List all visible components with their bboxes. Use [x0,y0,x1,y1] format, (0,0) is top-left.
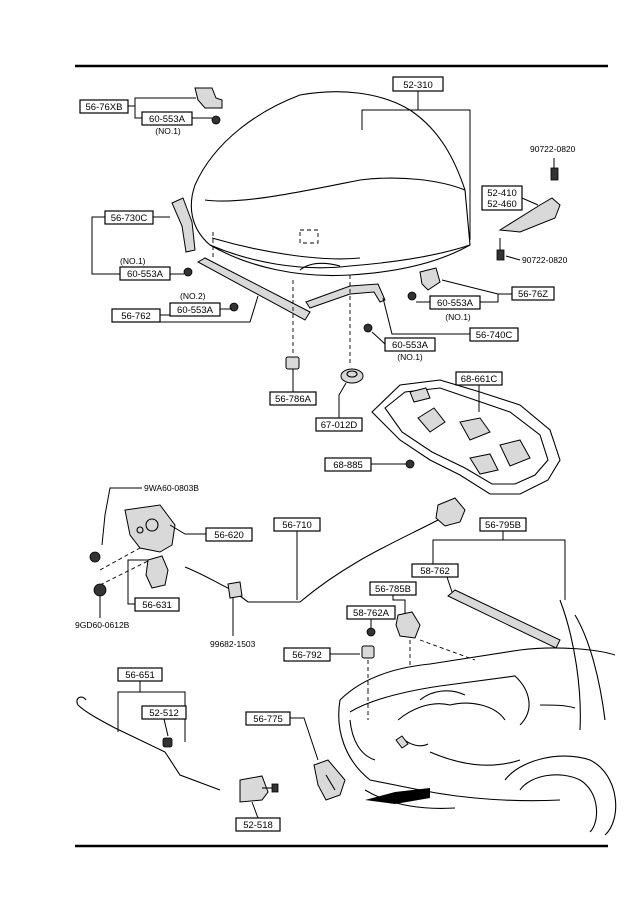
label-52-410: 52-410 [487,188,517,199]
label-56-785b: 56-785B [375,584,411,595]
label-no1-left: (NO.1) [120,256,146,266]
label-90722-bottom: 90722-0820 [522,255,568,265]
label-52-460: 52-460 [487,199,517,210]
label-52-512: 52-512 [149,708,179,719]
latch-bolt-9gd60: 9GD60-0612B [75,583,130,630]
label-9wa60: 9WA60-0803B [144,483,199,493]
label-56-710: 56-710 [282,520,312,531]
label-56-620: 56-620 [214,530,244,541]
label-90722-top: 90722-0820 [530,144,576,154]
label-60-553a-top: 60-553A [149,114,186,125]
label-56-730c: 56-730C [111,213,148,224]
label-56-786a: 56-786A [275,394,312,405]
label-67-012d: 67-012D [321,420,358,431]
grommet-56-792: 56-792 [283,645,375,690]
label-no1-lower: (NO.1) [397,352,423,362]
release-lever-56-775: 56-775 [245,711,346,801]
label-68-661c: 68-661C [461,374,498,385]
label-9gd60: 9GD60-0612B [75,620,130,630]
label-56-775: 56-775 [253,714,283,725]
label-56-651: 56-651 [125,670,155,681]
hood-latch-56-620: 9WA60-0803B 56-620 [89,483,253,586]
release-rod-56-651: 56-651 52-512 [76,667,221,791]
label-60-553a-mid: 60-553A [177,305,214,316]
latch-striker-56-631: 56-631 [127,555,180,612]
label-52-310-text: 52-310 [403,80,433,91]
label-68-885: 68-885 [333,460,363,471]
grommet-67-012d: 67-012D [315,275,364,432]
label-56-795b: 56-795B [485,520,521,531]
hood-seal-56-795b: 56-795B 58-762 [411,517,566,649]
hood-seal-clip-56-76xb: 56-76XB 60-553A (NO.1) [79,87,223,136]
front-seal-56-762: (NO.2) 56-762 60-553A [111,232,311,323]
hood-hinge-52-410: 90722-0820 52-410 52-460 90722-0820 [481,144,576,265]
vehicle-front-outline [338,599,617,836]
label-60-553a-left: 60-553A [127,269,164,280]
label-56-792: 56-792 [292,650,322,661]
label-no1-top: (NO.1) [155,126,181,136]
label-no1-right: (NO.1) [445,312,471,322]
label-56-631: 56-631 [142,600,172,611]
label-58-762: 58-762 [420,566,450,577]
label-56-740c: 56-740C [476,330,513,341]
label-99682: 99682-1503 [210,639,256,649]
label-58-762a: 58-762A [353,608,390,619]
label-56-762-left: 56-762 [121,311,151,322]
insulator-clip-68-885: 68-885 [324,457,415,472]
hood-support-56-785b: 56-785B 58-762A [346,581,421,639]
hood-panel [190,91,471,277]
label-52-310: 52-310 [361,76,471,240]
label-60-553a-right: 60-553A [437,298,474,309]
hood-insulator-68-661c: 68-661C [371,371,561,495]
hood-bumper-56-786a: 56-786A [269,300,317,406]
label-52-518: 52-518 [243,820,273,831]
label-no2: (NO.2) [180,291,206,301]
label-60-553a-lower: 60-553A [392,340,429,351]
label-56-76xb: 56-76XB [86,102,123,113]
hood-seal-clip-56-76z: 60-553A 56-76Z (NO.1) [407,267,555,322]
release-cable-56-710: 56-710 99682-1503 [184,497,466,649]
side-seal-56-730c: 56-730C (NO.1) 60-553A [91,197,196,281]
release-handle-52-518: 52-518 [235,775,281,832]
side-seal-56-740c: 56-740C 60-553A (NO.1) [305,283,519,362]
label-56-76z: 56-76Z [518,289,548,300]
